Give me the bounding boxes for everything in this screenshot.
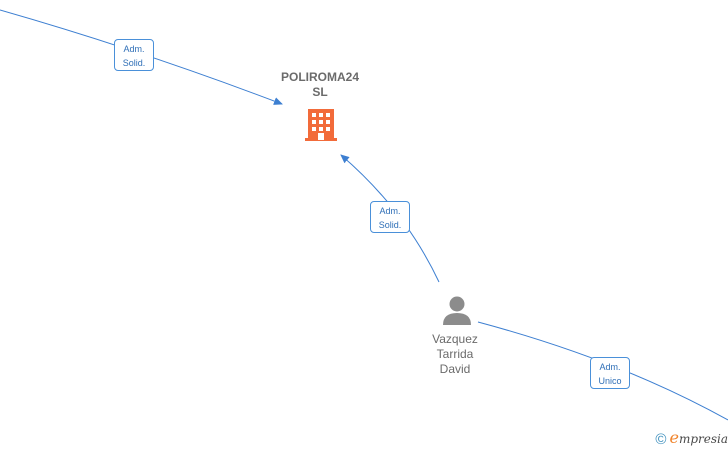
person-name-line3: David	[439, 362, 471, 376]
brand-name: mpresia	[678, 432, 728, 446]
brand-initial: e	[669, 428, 679, 447]
edge-label-line1: Adm.	[123, 44, 145, 54]
edge-label-line2: Solid.	[378, 220, 402, 230]
person-name-line1: Vazquez	[432, 332, 478, 346]
empresia-watermark: ©empresia	[655, 428, 728, 448]
edge-label-line2: Solid.	[122, 58, 146, 68]
person-name-line2: Tarrida	[436, 347, 474, 361]
person-name[interactable]: Vazquez Tarrida David	[417, 332, 493, 377]
edge-label-adm-unico[interactable]: Adm. Unico	[590, 357, 630, 389]
edge-label-line2: Unico	[598, 376, 622, 386]
person-icon[interactable]	[441, 295, 473, 327]
building-icon[interactable]	[305, 108, 337, 142]
company-name-line1: POLIROMA24	[280, 70, 359, 84]
company-name[interactable]: POLIROMA24 SL	[270, 70, 370, 100]
company-name-line2: SL	[312, 85, 328, 99]
copyright-symbol: ©	[655, 431, 667, 448]
edge-label-line1: Adm.	[379, 206, 401, 216]
edge-label-adm-solid-2[interactable]: Adm. Solid.	[370, 201, 410, 233]
edge-label-adm-solid-1[interactable]: Adm. Solid.	[114, 39, 154, 71]
edge-label-line1: Adm.	[599, 362, 621, 372]
